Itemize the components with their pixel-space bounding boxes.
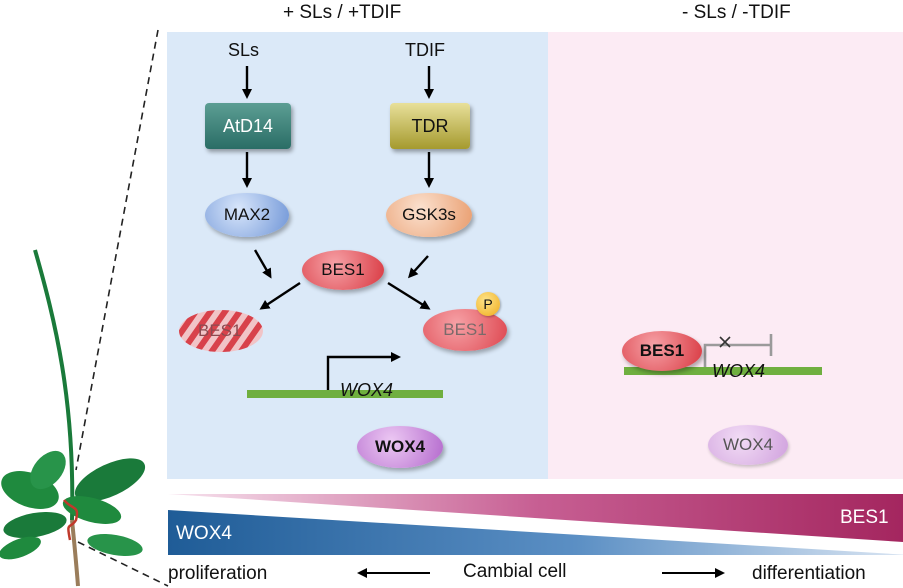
gsk3s-ellipse: GSK3s: [386, 193, 472, 237]
header-right-condition: - SLs / -TDIF: [682, 2, 791, 23]
wox4-protein-left: WOX4: [357, 426, 443, 468]
bes1-center-label: BES1: [321, 260, 365, 279]
max2-ellipse: MAX2: [205, 193, 289, 237]
gradient-bes1-label: BES1: [840, 507, 889, 528]
bes1-bound-label: BES1: [639, 341, 685, 360]
plant-illustration: [0, 249, 146, 587]
tdr-label: TDR: [411, 115, 449, 136]
header-left-condition: + SLs / +TDIF: [283, 2, 402, 23]
bes1-center-ellipse: BES1: [302, 250, 384, 290]
wox4-protein-right: WOX4: [708, 425, 788, 465]
wox4-gene-bar-right: [624, 367, 822, 375]
gradient-wox4-label: WOX4: [176, 523, 232, 544]
atd14-box: AtD14: [205, 103, 291, 149]
gsk3s-label: GSK3s: [402, 205, 456, 224]
sls-label: SLs: [228, 40, 260, 60]
proliferation-label: proliferation: [168, 563, 268, 584]
phospho-badge-label: P: [483, 296, 493, 312]
wox4-gene-bar-left: [247, 390, 443, 398]
zoom-line-top: [75, 29, 159, 471]
tdif-label: TDIF: [405, 40, 445, 60]
bes1-phospho-label: BES1: [443, 320, 487, 339]
bes1-degraded-label: BES1: [198, 321, 242, 340]
atd14-label: AtD14: [222, 115, 274, 136]
bes1-degraded-shape: [179, 310, 263, 352]
wox4-gene-label-left: WOX4: [340, 380, 394, 400]
bes1-phospho-ellipse: BES1: [423, 309, 507, 351]
cambial-cell-label: Cambial cell: [463, 561, 567, 582]
wox4-protein-left-label: WOX4: [374, 437, 426, 456]
wox4-gradient-band: [168, 510, 903, 555]
zoom-line-bottom: [77, 541, 169, 587]
wox4-gene-label-right: WOX4: [712, 361, 766, 381]
max2-label: MAX2: [223, 205, 271, 224]
bes1-gradient-band: [168, 494, 903, 542]
tdr-box: TDR: [390, 103, 470, 149]
differentiation-label: differentiation: [752, 563, 866, 584]
phospho-badge: P: [476, 292, 500, 316]
wox4-protein-right-label: WOX4: [722, 435, 774, 454]
bes1-bound-ellipse: BES1: [622, 331, 702, 371]
right-panel-background: [548, 32, 903, 479]
